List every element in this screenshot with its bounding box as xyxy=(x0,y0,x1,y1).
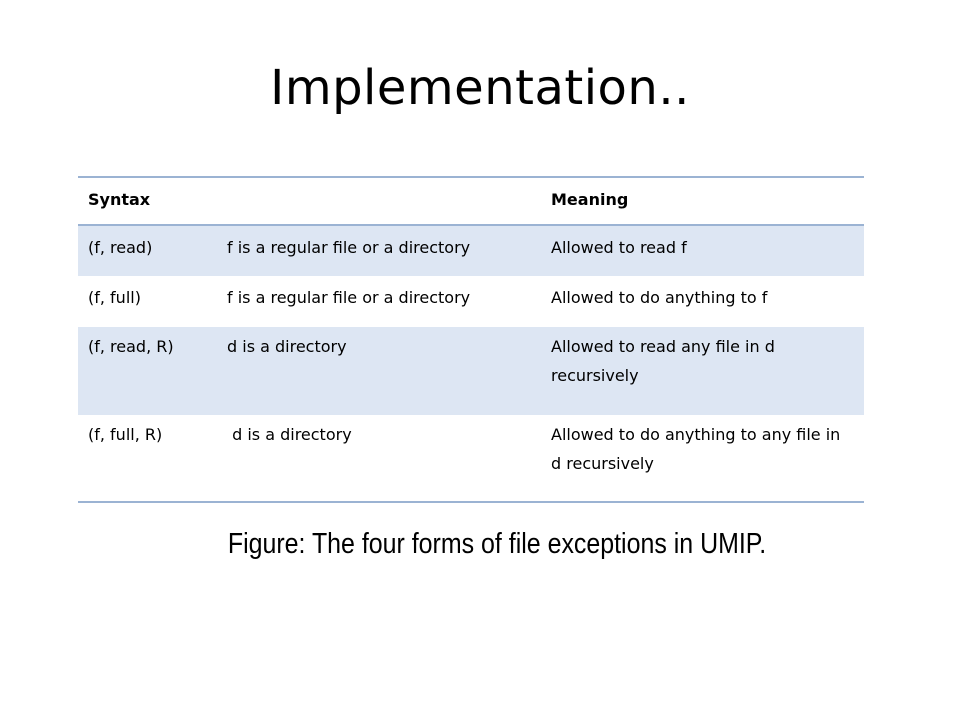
header-syntax: Syntax xyxy=(78,177,217,226)
cell-syntax: (f, full, R) xyxy=(88,425,163,444)
cell-syntax: (f, read, R) xyxy=(78,327,217,415)
cell-syntax: (f, full) xyxy=(88,288,141,307)
cell-condition: d is a directory xyxy=(227,425,352,444)
file-exceptions-table: Syntax Meaning (f, read) f is a regular … xyxy=(78,176,864,503)
cell-meaning: Allowed to read any file in d recursivel… xyxy=(541,327,864,415)
table-row: (f, read, R) d is a directory Allowed to… xyxy=(78,327,864,415)
slide-title: Implementation.. xyxy=(270,60,690,116)
cell-condition: d is a directory xyxy=(217,327,541,415)
header-condition xyxy=(217,177,541,226)
table-row: (f, full, R) d is a directory Allowed to… xyxy=(78,415,864,502)
figure-caption: Figure: The four forms of file exception… xyxy=(227,528,767,560)
cell-syntax: (f, read) xyxy=(78,225,217,276)
cell-condition: f is a regular file or a directory xyxy=(217,225,541,276)
header-meaning: Meaning xyxy=(541,177,864,226)
cell-meaning: Allowed to do anything to f xyxy=(551,288,768,307)
table-row: (f, full) f is a regular file or a direc… xyxy=(78,276,864,327)
cell-meaning: Allowed to read f xyxy=(541,225,864,276)
cell-condition: f is a regular file or a directory xyxy=(227,288,471,307)
table-header-row: Syntax Meaning xyxy=(78,177,864,226)
cell-meaning: Allowed to do anything to any file in d … xyxy=(551,425,841,473)
table-row: (f, read) f is a regular file or a direc… xyxy=(78,225,864,276)
file-exceptions-table-container: Syntax Meaning (f, read) f is a regular … xyxy=(78,176,864,503)
